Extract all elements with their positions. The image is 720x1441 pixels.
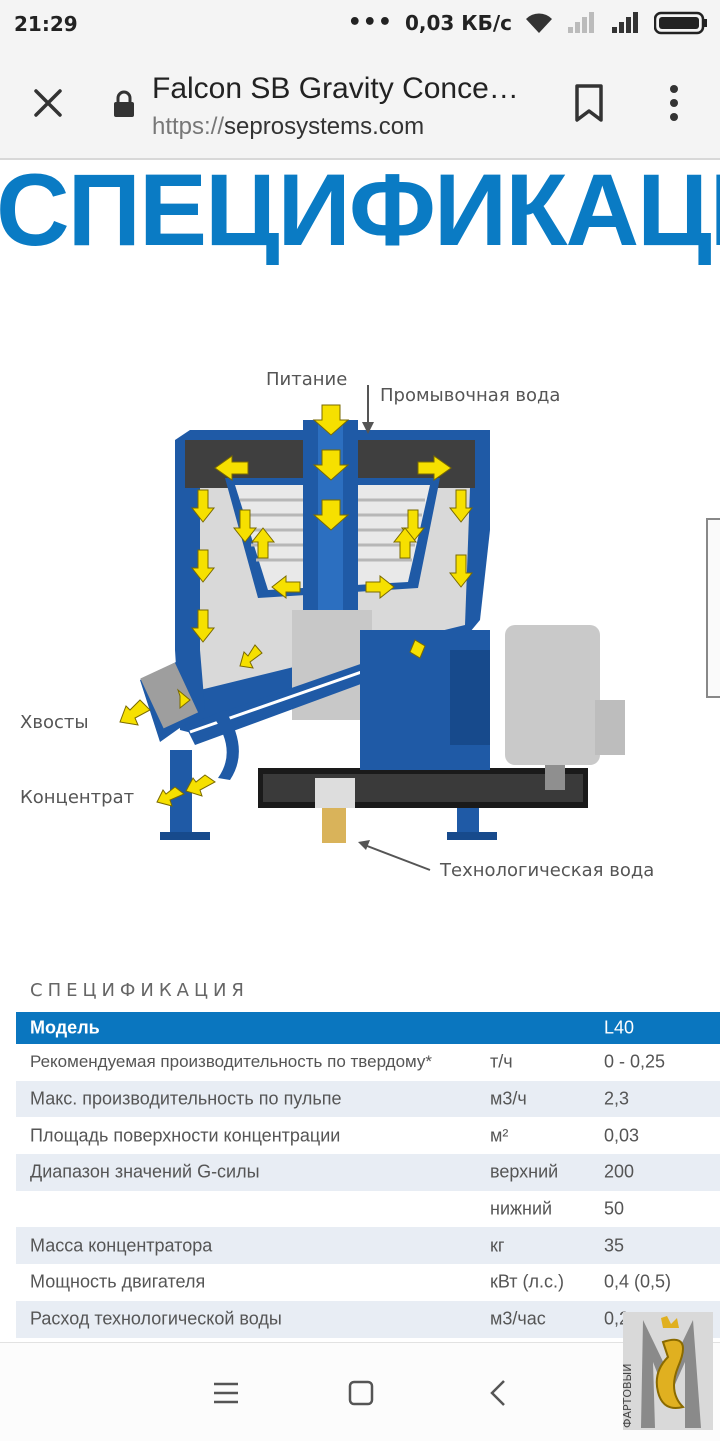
notification-dots: ••• [347,10,393,35]
network-speed: 0,03 КБ/с [404,10,512,35]
header-name: Модель [30,1017,100,1038]
row-name: Мощность двигателя [30,1271,206,1292]
label-process-water: Технологическая вода [440,860,655,881]
url-host: seprosystems.com [224,113,425,140]
battery-icon [654,11,707,34]
row-name: Рекомендуемая производительность по твер… [30,1052,433,1072]
recents-menu-icon[interactable] [210,1377,242,1409]
row-unit: т/ч [490,1051,513,1072]
row-value: 200 [604,1161,635,1182]
concentrator-diagram: Питание Промывочная вода Хвосты Концентр… [0,350,720,910]
row-unit: кВт (л.с.) [490,1271,565,1292]
label-feed: Питание [266,369,348,390]
row-value: 35 [604,1235,625,1256]
label-concentrate: Концентрат [20,787,135,808]
row-unit: м3/час [490,1308,546,1329]
row-name: Диапазон значений G-силы [30,1161,260,1182]
header-value: L40 [604,1017,635,1038]
close-icon[interactable] [28,83,68,123]
row-unit: м² [490,1125,509,1146]
row-unit: кг [490,1235,505,1256]
table-row: нижний 50 [16,1191,720,1228]
row-value: 0,03 [604,1125,640,1146]
label-tails: Хвосты [20,712,89,733]
status-icons: ••• 0,03 КБ/с [348,10,708,35]
system-nav-bar [0,1342,720,1441]
status-time: 21:29 [14,12,78,36]
table-row: Макс. производительность по пульпе м3/ч … [16,1080,720,1118]
table-row: Мощность двигателя кВт (л.с.) 0,4 (0,5) [16,1264,720,1301]
page-title[interactable]: Falcon SB Gravity Conce… [152,72,519,105]
row-value: 0,2 [604,1308,630,1329]
url-scheme: https:// [152,113,225,140]
spec-title: СПЕЦИФИКАЦИЯ [30,980,249,1001]
bookmark-icon[interactable] [572,83,606,123]
table-row: Масса концентратора кг 35 [16,1227,720,1265]
row-name: Расход технологической воды [30,1308,282,1329]
row-name: Площадь поверхности концентрации [30,1125,341,1146]
row-value: 0 - 0,25 [604,1051,666,1072]
status-bar: 21:29 ••• 0,03 КБ/с [0,0,720,50]
wifi-icon [526,12,552,33]
table-header-row: Модель L40 [16,1012,720,1044]
adjacent-figure-edge [706,518,720,698]
row-name: Макс. производительность по пульпе [30,1088,342,1109]
watermark-logo: ФАРТОВЫЙ [623,1312,713,1430]
spec-table: Модель L40 Рекомендуемая производительно… [16,1012,720,1338]
table-row: Расход технологической воды м3/час 0,2 [16,1300,720,1338]
signal-icon-2 [612,11,638,33]
lock-icon [114,90,134,117]
concentrator-illustration [119,385,625,871]
back-chevron-icon[interactable] [484,1377,516,1409]
table-row: Диапазон значений G-силы верхний 200 [16,1154,720,1191]
row-unit: нижний [490,1198,553,1219]
row-value: 0,4 (0,5) [604,1271,672,1292]
row-unit: м3/ч [490,1088,527,1109]
table-row: Рекомендуемая производительность по твер… [16,1044,720,1081]
row-value: 50 [604,1198,625,1219]
label-wash-water: Промывочная вода [380,385,561,406]
page-url[interactable]: https://seprosystems.com [152,113,424,141]
row-unit: верхний [490,1161,559,1182]
logo-text: ФАРТОВЫЙ [623,1364,634,1429]
signal-icon [568,11,594,33]
row-value: 2,3 [604,1088,630,1109]
table-row: Площадь поверхности концентрации м² 0,03 [16,1117,720,1154]
browser-toolbar: Falcon SB Gravity Conce… https://seprosy… [0,50,720,160]
row-name: Масса концентратора [30,1235,213,1256]
home-square-icon[interactable] [345,1377,377,1409]
page-heading: СПЕЦИФИКАЦИ [0,155,720,265]
more-vert-icon[interactable] [662,83,686,123]
